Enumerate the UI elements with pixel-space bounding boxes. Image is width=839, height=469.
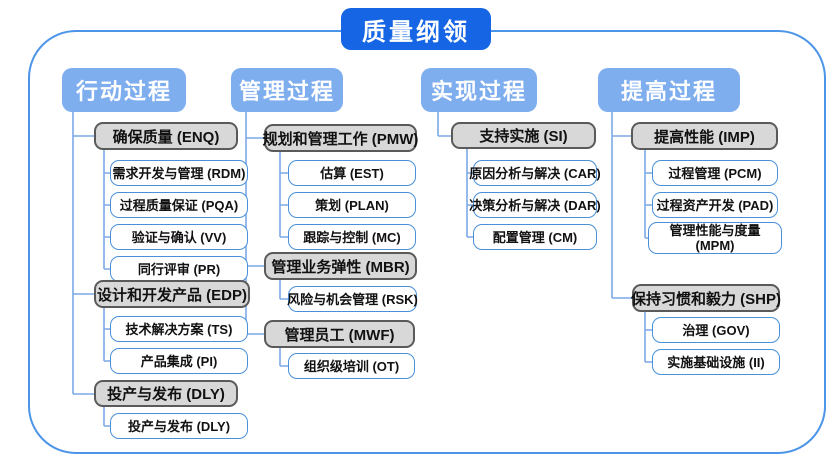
- node-pi: 产品集成 (PI): [110, 348, 248, 374]
- node-pad: 过程资产开发 (PAD): [652, 192, 778, 218]
- connector-col1: [72, 112, 110, 427]
- column-header-action-process: 行动过程: [62, 68, 186, 112]
- connector-col4: [611, 112, 652, 363]
- node-ot: 组织级培训 (OT): [288, 353, 415, 379]
- node-dly-sub: 投产与发布 (DLY): [110, 413, 248, 439]
- node-dly: 投产与发布 (DLY): [94, 380, 238, 407]
- node-vv: 验证与确认 (VV): [110, 224, 248, 250]
- node-gov: 治理 (GOV): [652, 317, 780, 343]
- node-mc: 跟踪与控制 (MC): [288, 224, 416, 250]
- connector-col2: [245, 112, 288, 367]
- node-car: 原因分析与解决 (CAR): [469, 160, 601, 186]
- node-imp: 提高性能 (IMP): [631, 122, 778, 150]
- node-shp: 保持习惯和毅力 (SHP): [631, 284, 781, 312]
- node-dar: 决策分析与解决 (DAR): [469, 192, 601, 218]
- node-cm: 配置管理 (CM): [473, 224, 597, 250]
- column-header-management-process: 管理过程: [231, 68, 343, 112]
- node-mbr: 管理业务弹性 (MBR): [264, 252, 417, 280]
- node-si: 支持实施 (SI): [451, 122, 596, 149]
- node-pqa: 过程质量保证 (PQA): [110, 192, 248, 218]
- root-node-title: 质量纲领: [341, 8, 491, 50]
- node-pcm: 过程管理 (PCM): [652, 160, 778, 186]
- column-header-improvement-process: 提高过程: [598, 68, 740, 112]
- node-rdm: 需求开发与管理 (RDM): [110, 160, 248, 186]
- node-plan: 策划 (PLAN): [288, 192, 416, 218]
- node-est: 估算 (EST): [288, 160, 416, 186]
- node-pmw: 规划和管理工作 (PMW): [263, 124, 418, 152]
- node-mwf: 管理员工 (MWF): [264, 320, 415, 348]
- connector-col3: [437, 112, 473, 238]
- node-edp: 设计和开发产品 (EDP): [94, 280, 250, 308]
- node-ts: 技术解决方案 (TS): [110, 316, 248, 342]
- node-pr: 同行评审 (PR): [110, 256, 248, 282]
- node-mpm: 管理性能与度量 (MPM): [648, 222, 782, 254]
- node-rsk: 风险与机会管理 (RSK): [287, 286, 418, 312]
- node-enq: 确保质量 (ENQ): [94, 122, 238, 150]
- column-header-realization-process: 实现过程: [421, 68, 537, 112]
- node-ii: 实施基础设施 (II): [652, 349, 780, 375]
